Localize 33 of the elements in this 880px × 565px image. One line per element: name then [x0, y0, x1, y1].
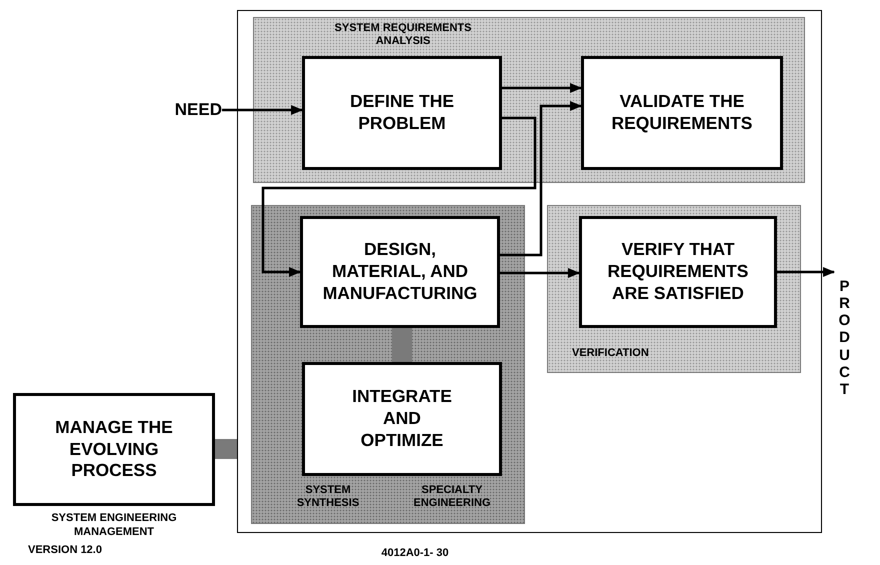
group-panel: [253, 17, 805, 183]
connector-bar: [392, 328, 412, 362]
arrow: [777, 267, 835, 277]
input-label: NEED: [174, 100, 222, 120]
panel-label: SYSTEM REQUIREMENTS ANALYSIS: [334, 22, 472, 48]
process-box: [302, 362, 502, 476]
arrow: [500, 101, 582, 256]
group-panel: [251, 205, 525, 524]
process-box: [302, 56, 502, 170]
panel-label: VERIFICATION: [572, 347, 650, 360]
group-panel: [547, 205, 801, 373]
arrow: [500, 268, 580, 278]
process-box: [13, 393, 215, 506]
box-label: DESIGN, MATERIAL, AND MANUFACTURING: [322, 239, 478, 305]
output-label: PRODUCT: [838, 278, 852, 398]
box-label: VALIDATE THE REQUIREMENTS: [610, 91, 754, 135]
arrow: [262, 116, 536, 277]
box-label: MANAGE THE EVOLVING PROCESS: [54, 416, 174, 482]
process-box: [300, 216, 500, 328]
box-label: DEFINE THE PROBLEM: [348, 91, 456, 135]
arrow: [502, 83, 582, 93]
note-text: VERSION 12.0: [28, 544, 103, 558]
panel-label: SPECIALTY ENGINEERING: [412, 484, 492, 510]
node-label: SYSTEM ENGINEERING MANAGEMENT: [50, 512, 178, 540]
panel-label: SYSTEM SYNTHESIS: [296, 484, 360, 510]
process-box: [581, 56, 783, 170]
process-box: [579, 216, 777, 328]
box-label: VERIFY THAT REQUIREMENTS ARE SATISFIED: [606, 239, 750, 305]
note-text: 4012A0-1- 30: [380, 547, 450, 561]
connector-bar: [215, 439, 237, 459]
outer-frame: [237, 10, 822, 533]
arrow: [222, 105, 303, 115]
box-label: INTEGRATE AND OPTIMIZE: [352, 386, 452, 452]
